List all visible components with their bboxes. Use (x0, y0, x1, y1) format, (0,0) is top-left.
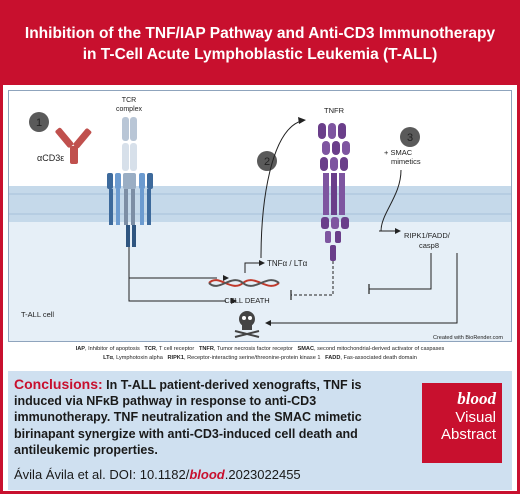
legend-def: Receptor-interacting serine/threonine-pr… (187, 354, 321, 361)
legend-term: IAP (75, 346, 86, 352)
conclusion-body: In T-ALL patient-derived xenografts, TNF… (14, 378, 362, 457)
tnf-secretion-arrowhead (298, 117, 306, 124)
conclusion-text: Conclusions: In T-ALL patient-derived xe… (14, 376, 404, 458)
conclusion-panel: Conclusions: In T-ALL patient-derived xe… (8, 371, 512, 490)
acd3-label: αCD3ε (37, 153, 64, 163)
step-2-number: 2 (264, 156, 270, 168)
legend-term: SMAC (297, 346, 315, 352)
ripk-inhibition-line (369, 253, 432, 290)
tnf-secretion-arrow (260, 120, 302, 259)
membrane-lipids (9, 193, 511, 215)
tall-cell-label: T-ALL cell (21, 310, 54, 319)
title-banner: Inhibition of the TNF/IAP Pathway and An… (3, 3, 517, 85)
tcr-complex-label: complex (116, 106, 143, 113)
step-1-badge: 1 (29, 112, 49, 132)
tcr-label: TCR (122, 97, 136, 104)
antibody-icon (55, 127, 92, 164)
arrow-to-dna (223, 275, 229, 281)
cell-membrane (9, 186, 511, 222)
legend-def: T cell receptor (158, 346, 195, 352)
abbreviation-legend: IAP, Inhibitor of apoptosis TCR, T cell … (8, 343, 512, 369)
citation-suffix: .2023022455 (224, 467, 301, 482)
legend-term: FADD (325, 354, 341, 361)
blood-visual-abstract-logo: blood Visual Abstract (422, 383, 502, 463)
legend-term: TNFR (198, 346, 214, 352)
casp8-label: casp8 (419, 241, 439, 250)
page-title: Inhibition of the TNF/IAP Pathway and An… (24, 25, 496, 63)
legend-term: TCR (144, 346, 156, 352)
cytoplasm (9, 222, 511, 341)
legend-def: Fas-associated death domain (343, 354, 417, 361)
skull-icon (234, 311, 260, 338)
tcr-signal-arrows (128, 247, 226, 302)
legend-def: second mitochondrial-derived activator o… (317, 346, 445, 352)
citation-prefix: Ávila Ávila et al. DOI: 10.1182/ (14, 467, 190, 482)
pathway-diagram-svg: 1 2 3 αCD3ε TCR complex (9, 91, 511, 341)
legend-term: LTα (103, 354, 113, 361)
tcr-complex-icon (107, 117, 153, 247)
tnf-lta-label: TNFα / LTα (267, 259, 308, 268)
citation-journal: blood (189, 467, 225, 482)
legend-term: RIPK1 (167, 354, 184, 361)
legend-def: Lymphotoxin alpha (116, 354, 163, 361)
smac-label: + SMAC (384, 148, 413, 157)
step-3-number: 3 (407, 132, 413, 144)
badge-visual-text: Visual (455, 409, 496, 426)
legend-def: Inhibitor of apoptosis (88, 346, 140, 352)
extracellular-space (9, 91, 511, 186)
tnfr-receptor-icon (318, 123, 350, 261)
badge-abstract-text: Abstract (440, 426, 496, 443)
step-3-badge: 3 (400, 127, 420, 147)
dna-icon (208, 279, 280, 287)
legend-line-2: LTα, Lymphotoxin alpha RIPK1, Receptor-i… (103, 354, 417, 361)
arrow-to-cell-death (231, 298, 237, 304)
legend-line-1: IAP, Inhibitor of apoptosis TCR, T cell … (75, 346, 445, 352)
cell-death-label: CELL DEATH (224, 296, 269, 305)
pathway-diagram: 1 2 3 αCD3ε TCR complex (8, 90, 512, 342)
step-2-badge: 2 (257, 151, 277, 171)
legend-def: Tumor necrosis factor receptor (216, 346, 293, 352)
smac-mimetics-label: mimetics (391, 157, 421, 166)
blood-logo-text: blood (457, 389, 496, 408)
tnfr-dashed-inhibition (291, 261, 334, 296)
citation: Ávila Ávila et al. DOI: 10.1182/blood.20… (14, 467, 301, 482)
conclusion-label: Conclusions: (14, 376, 103, 392)
transcription-arrowhead (259, 260, 265, 266)
step-1-number: 1 (36, 117, 42, 129)
transcription-arrow (244, 262, 259, 273)
ripk-to-death-arrow (271, 253, 458, 324)
ripk-label: RIPK1/FADD/ (404, 231, 451, 240)
biorender-credit: Created with BioRender.com (433, 335, 503, 341)
tnfr-label: TNFR (324, 106, 345, 115)
ripk-to-death-arrowhead (265, 320, 271, 326)
